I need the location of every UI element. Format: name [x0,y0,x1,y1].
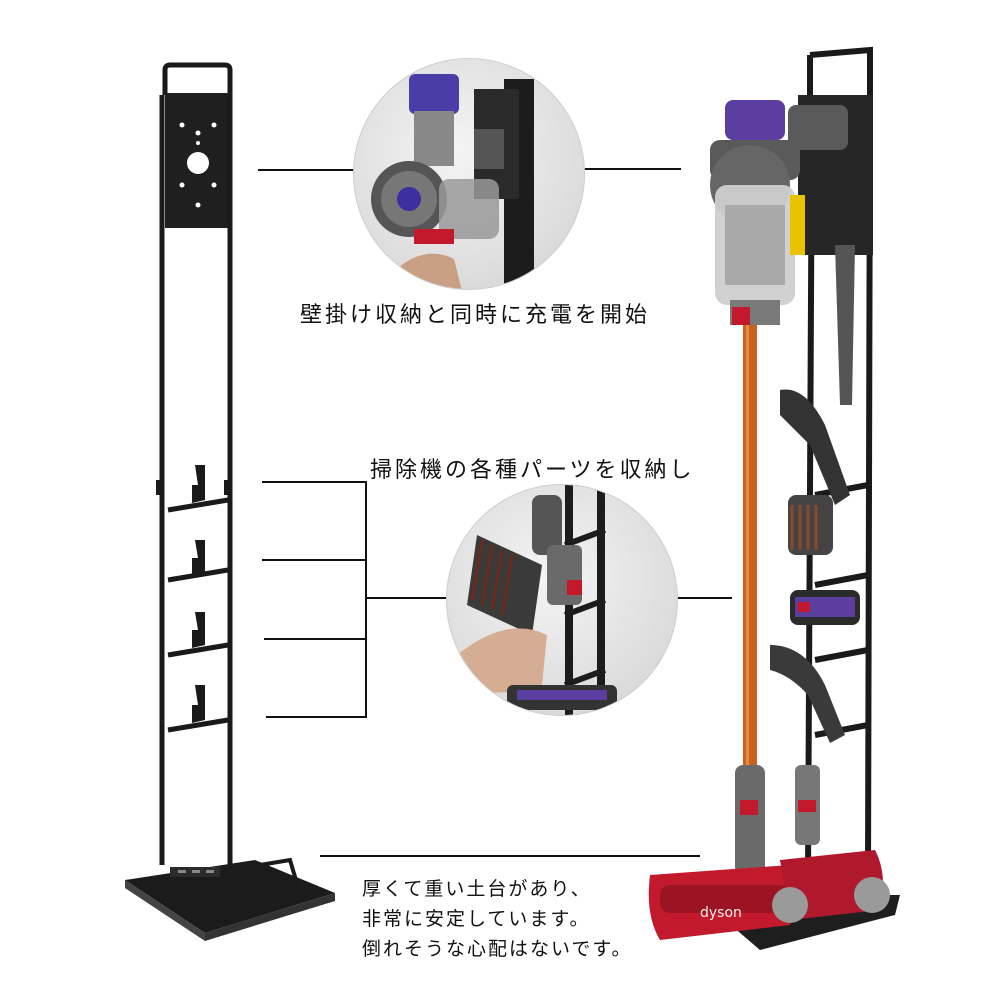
caption-stability-line-2: 非常に安定しています。 [362,908,591,930]
connector-line-middle-left [367,597,447,599]
detail-circle-wall-mount [353,58,585,290]
dyson-logo: dyson [700,905,742,921]
bracket-line-3 [264,638,366,640]
bracket-line-4 [266,716,366,718]
connector-line-top-right [583,168,681,170]
detail-circle-parts [446,484,678,716]
connector-line-bottom [320,855,700,857]
caption-stability-line-1: 厚くて重い土台があり、 [362,878,592,900]
connector-line-middle-right [676,597,732,599]
caption-stability: 厚くて重い土台があり、 非常に安定しています。 倒れそうな心配はないです。 [362,874,633,964]
parts-holder-photo [457,485,617,715]
vacuum-mounted-photo [371,74,534,289]
caption-stability-line-3: 倒れそうな心配はないです。 [362,938,633,960]
bracket-line-1 [262,481,366,483]
bracket-line-2 [262,559,366,561]
bracket-vertical [365,481,367,718]
stand-with-vacuum-illustration: dyson [648,46,900,950]
caption-charging: 壁掛け収納と同時に充電を開始 [300,303,651,328]
caption-parts-storage: 掃除機の各種パーツを収納し [370,458,695,483]
empty-stand-illustration [125,62,335,941]
connector-line-top-left [258,169,354,171]
